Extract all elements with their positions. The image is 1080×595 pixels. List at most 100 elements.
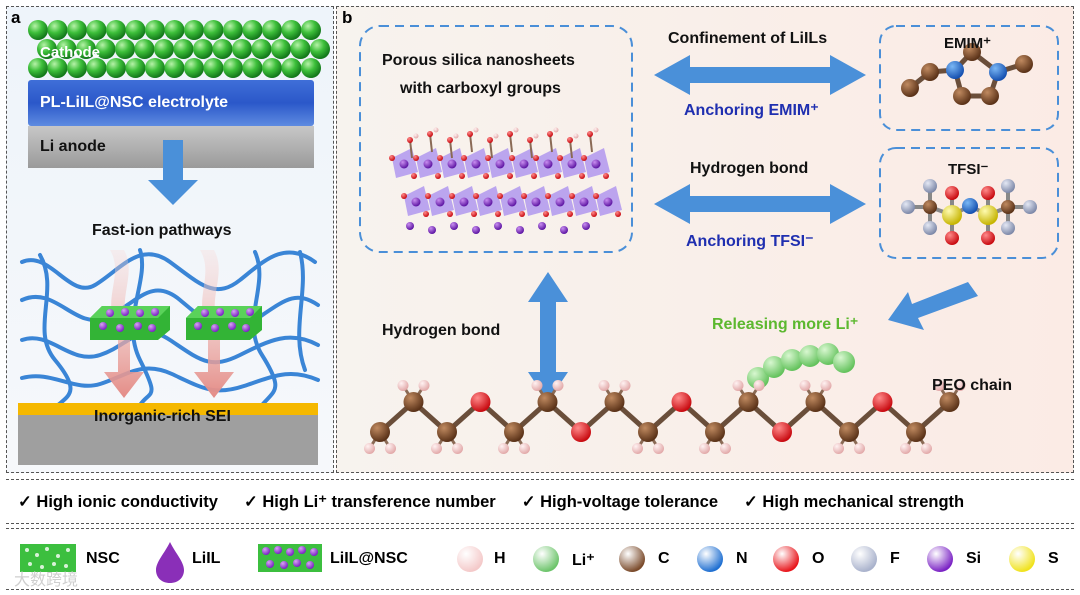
cathode-particle xyxy=(145,20,165,40)
legend-liil-label: LiIL xyxy=(192,550,221,567)
h-atom xyxy=(653,443,664,454)
o-atom xyxy=(389,155,395,161)
si-atom xyxy=(459,197,469,207)
carboxyl-bond xyxy=(509,133,513,153)
cathode-particle xyxy=(47,58,68,78)
o-atom xyxy=(567,211,573,217)
o-atom xyxy=(447,137,453,143)
tfsi-label: TFSI⁻ xyxy=(948,161,989,178)
legend-atom-n xyxy=(697,546,723,572)
o-atom xyxy=(487,137,493,143)
cathode-particle xyxy=(203,58,224,78)
cathode-particle xyxy=(203,20,224,40)
h-atom xyxy=(418,380,430,391)
cathode-particle xyxy=(251,39,272,59)
o-atom xyxy=(579,173,585,179)
anchoring-tfsi-label: Anchoring TFSI⁻ xyxy=(686,233,814,250)
si-atom xyxy=(543,159,553,169)
legend-si-label: Si xyxy=(966,550,982,567)
o-atom xyxy=(533,155,539,161)
carboxyl-bond xyxy=(429,133,433,153)
cathode-particle xyxy=(262,20,282,40)
watermark: 大数跨境 xyxy=(14,572,79,589)
cathode-particle xyxy=(67,20,87,40)
o-atom xyxy=(507,173,513,179)
cathode-particle xyxy=(232,39,252,59)
h-atom xyxy=(385,443,396,454)
cathode-particle xyxy=(164,58,185,78)
h-atom xyxy=(453,133,459,139)
cathode-particle xyxy=(37,39,57,59)
o-atom xyxy=(471,211,477,217)
o-atom xyxy=(671,392,692,412)
o-atom xyxy=(531,173,537,179)
cathode-particle xyxy=(28,58,48,78)
cathode-particle xyxy=(223,20,243,40)
cathode-particle xyxy=(281,20,302,40)
c-atom xyxy=(805,392,826,412)
legend-o-label: O xyxy=(812,550,825,567)
o-atom xyxy=(593,193,599,199)
legend-h-label: H xyxy=(494,550,506,567)
h-atom xyxy=(473,127,479,133)
h-atom xyxy=(632,443,643,454)
cathode-layer xyxy=(28,20,330,78)
h-atom xyxy=(732,380,744,391)
cathode-particle xyxy=(301,58,321,78)
h-atom xyxy=(854,443,865,454)
nanosheet-title-2: with carboxyl groups xyxy=(400,80,561,97)
si-atom xyxy=(591,159,601,169)
cathode-particle xyxy=(242,58,263,78)
o-atom xyxy=(459,173,465,179)
tfsi-molecule xyxy=(901,179,1037,245)
bottom-anode-layer xyxy=(18,415,318,465)
carboxyl-bond xyxy=(409,139,413,159)
legend-atom-f xyxy=(851,546,877,572)
o-atom xyxy=(407,137,413,143)
si-atom xyxy=(406,222,414,230)
cathode-particle xyxy=(173,39,194,59)
si-atom xyxy=(399,159,409,169)
h-atom xyxy=(921,443,932,454)
o-atom xyxy=(507,131,513,137)
nsc-icon xyxy=(20,544,76,572)
vertical-double-arrow-icon xyxy=(528,272,568,402)
h-atom xyxy=(552,380,564,391)
h-atom xyxy=(493,133,499,139)
electrolyte-label: PL-LiIL@NSC electrolyte xyxy=(40,94,229,111)
legend-f-label: F xyxy=(890,550,900,567)
legend-c-label: C xyxy=(658,550,670,567)
cathode-particle xyxy=(242,20,263,40)
o-atom xyxy=(547,131,553,137)
cathode-particle xyxy=(47,20,68,40)
cathode-particle xyxy=(145,58,165,78)
h-atom xyxy=(833,443,844,454)
h-atom xyxy=(799,380,811,391)
battery-stack xyxy=(18,20,330,465)
legend-atom-h xyxy=(457,546,483,572)
cathode-particle xyxy=(86,58,107,78)
o-atom xyxy=(427,131,433,137)
o-atom xyxy=(435,173,441,179)
si-atom xyxy=(411,197,421,207)
c-atom xyxy=(939,392,960,412)
o-atom xyxy=(509,155,515,161)
h-atom xyxy=(619,380,631,391)
c-atom xyxy=(370,422,390,442)
si-atom xyxy=(519,159,529,169)
sei-layer xyxy=(18,403,318,415)
cathode-particle xyxy=(67,58,87,78)
o-atom xyxy=(413,155,419,161)
down-arrow-icon xyxy=(148,140,198,205)
cathode-particle xyxy=(86,20,107,40)
c-atom xyxy=(437,422,457,442)
li-ion-cluster xyxy=(747,343,855,389)
legend-atom-o xyxy=(773,546,799,572)
si-atom xyxy=(428,226,436,234)
cathode-particle xyxy=(115,39,135,59)
si-atom xyxy=(494,222,502,230)
o-atom xyxy=(467,131,473,137)
si-atom xyxy=(483,197,493,207)
o-atom xyxy=(437,155,443,161)
si-atom xyxy=(516,226,524,234)
